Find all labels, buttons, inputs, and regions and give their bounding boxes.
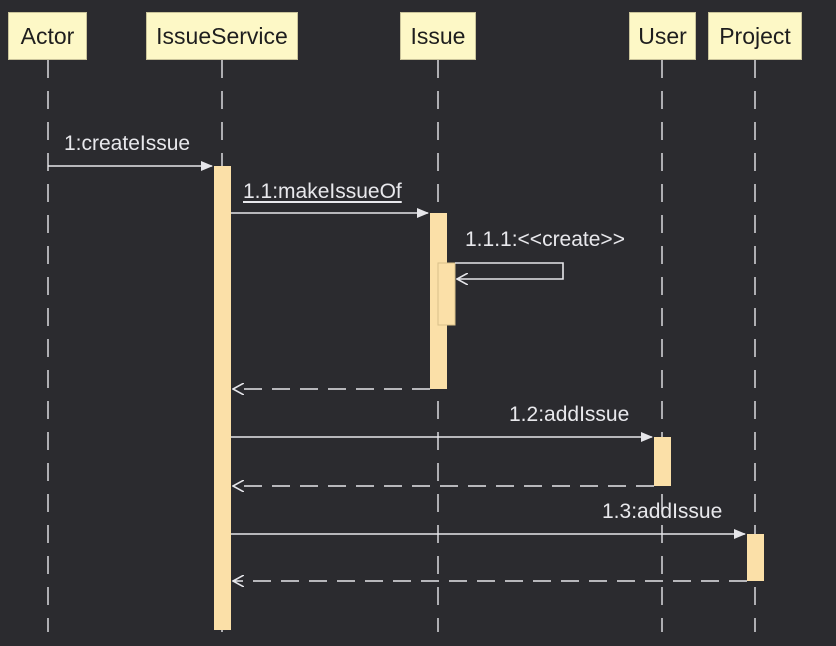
participant-issueservice: IssueService bbox=[146, 12, 298, 60]
message-label-addproject: 1.3:addIssue bbox=[602, 500, 723, 523]
participant-user: User bbox=[629, 12, 696, 60]
participant-project: Project bbox=[708, 12, 802, 60]
activation-issueservice bbox=[214, 166, 231, 630]
message-label-createissue: 1:createIssue bbox=[64, 132, 191, 155]
participant-actor: Actor bbox=[8, 12, 87, 60]
activation-issue-nested bbox=[437, 262, 456, 326]
participant-issue: Issue bbox=[400, 12, 476, 60]
activation-project bbox=[747, 534, 764, 581]
activations bbox=[214, 166, 764, 630]
message-arrow-create bbox=[455, 262, 564, 279]
message-label-create: 1.1.1:<<create>> bbox=[465, 228, 625, 251]
messages bbox=[48, 161, 747, 581]
message-label-makeissueof: 1.1:makeIssueOf bbox=[243, 180, 402, 203]
message-label-adduser: 1.2:addIssue bbox=[509, 403, 630, 426]
activation-user bbox=[654, 437, 671, 486]
